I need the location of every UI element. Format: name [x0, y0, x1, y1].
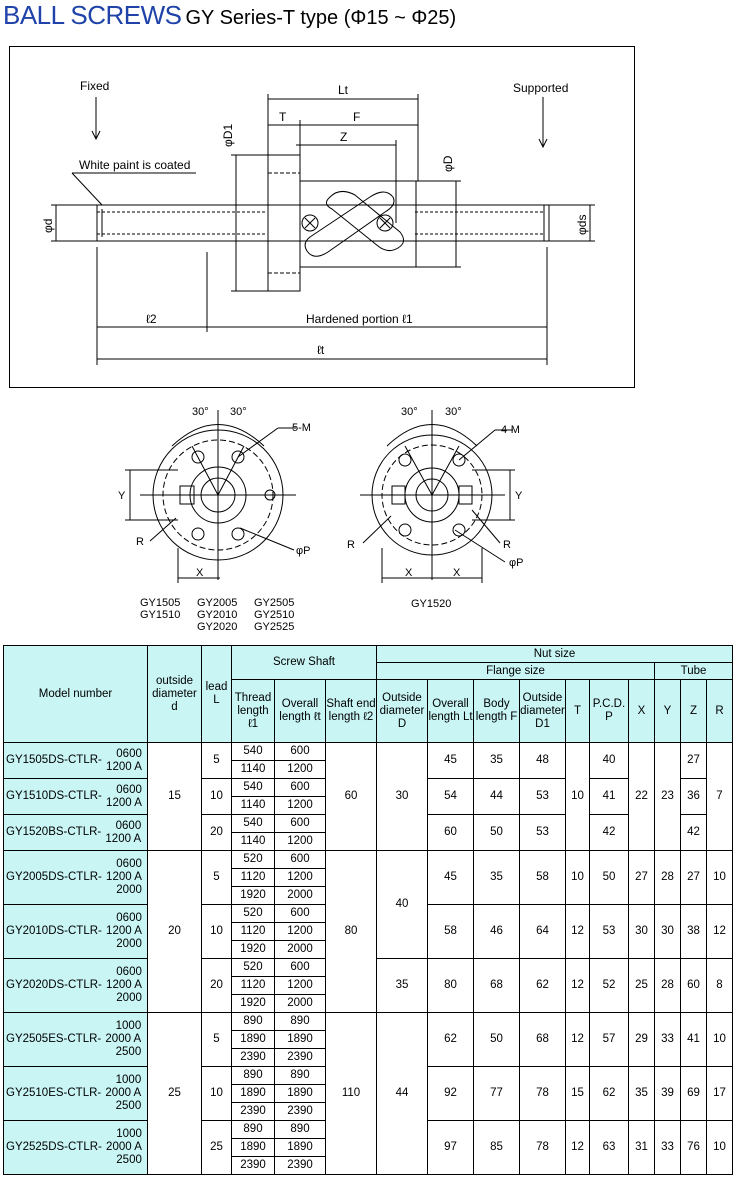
- dim-r-left: R: [136, 536, 144, 548]
- dim-p-left: φP: [296, 545, 310, 557]
- h-thread: Thread length ℓ1: [231, 679, 275, 743]
- h-x: X: [628, 679, 655, 743]
- side-drawing-svg: Fixed Supported White paint is coated Lt…: [41, 79, 595, 365]
- angle-left-a: 30°: [192, 406, 209, 418]
- flange-left-svg: 30° 30° 5-M Y R φP X: [118, 406, 311, 583]
- h-od1: Outside diameter D1: [519, 679, 566, 743]
- nut-body: [299, 180, 417, 268]
- flange-view-left: 30° 30° 5-M Y R φP X: [110, 398, 340, 588]
- flange-view-right: 30° 30° 4-M Y R R φP X X: [335, 398, 565, 588]
- dim-y-right: Y: [515, 490, 523, 502]
- flange-right-svg: 30° 30° 4-M Y R R φP X X: [347, 406, 523, 583]
- supported-label: Supported: [513, 81, 568, 95]
- h-model: Model number: [3, 645, 148, 743]
- h-outside: outside diameter d: [147, 645, 202, 743]
- return-tube: [304, 191, 395, 257]
- dim-p-right: φP: [509, 557, 523, 569]
- h-od: Outside diameter D: [376, 679, 428, 743]
- white-paint-label: White paint is coated: [79, 158, 190, 172]
- h-shaft-end: Shaft end length ℓ2: [325, 679, 377, 743]
- dim-t: T: [279, 110, 287, 124]
- dim-z: Z: [340, 130, 347, 144]
- nut-flange: [267, 154, 301, 292]
- dim-ds: φds: [575, 215, 589, 235]
- dim-hardened: Hardened portion ℓ1: [306, 312, 413, 326]
- angle-right-a: 30°: [401, 406, 418, 418]
- h-flange-size: Flange size: [376, 662, 655, 680]
- h-pcd: P.C.D. P: [589, 679, 629, 743]
- dim-x-right-a: X: [405, 567, 413, 579]
- dim-x-left: X: [196, 567, 204, 579]
- ballscrew-side-drawing: Fixed Supported White paint is coated Lt…: [9, 46, 635, 388]
- h-olt: Overall length Lt: [427, 679, 474, 743]
- flange-right-model: GY1520: [411, 598, 452, 610]
- dim-D: φD: [441, 155, 455, 172]
- dim-l2: ℓ2: [146, 312, 157, 326]
- dim-d1: φD1: [221, 124, 235, 147]
- h-overall: Overall length ℓt: [274, 679, 326, 743]
- dim-lt-total: ℓt: [317, 343, 325, 357]
- fixed-label: Fixed: [80, 79, 109, 93]
- dim-f: F: [353, 110, 360, 124]
- h-lead: lead L: [201, 645, 232, 743]
- h-t: T: [565, 679, 590, 743]
- title-sub: GY Series-T type (Φ15 ~ Φ25): [185, 7, 457, 29]
- title-main: BALL SCREWS: [3, 0, 182, 30]
- dim-r-right-a: R: [347, 539, 355, 551]
- h-tube: Tube: [654, 662, 733, 680]
- dim-lt: Lt: [338, 83, 349, 97]
- holes-4m-label: 4-M: [501, 424, 520, 436]
- dim-r-right-b: R: [503, 539, 511, 551]
- dim-x-right-b: X: [453, 567, 461, 579]
- dim-d: φd: [41, 219, 55, 233]
- angle-right-b: 30°: [445, 406, 462, 418]
- dim-y-left: Y: [118, 490, 126, 502]
- holes-5m-label: 5-M: [292, 422, 311, 434]
- h-bf: Body length F: [473, 679, 520, 743]
- h-y: Y: [654, 679, 681, 743]
- screw-shaft: [96, 204, 550, 242]
- h-screw-shaft: Screw Shaft: [231, 645, 377, 680]
- h-nut-size: Nut size: [376, 645, 733, 663]
- h-r: R: [706, 679, 733, 743]
- angle-left-b: 30°: [230, 406, 247, 418]
- h-z: Z: [680, 679, 707, 743]
- spec-table: Model number outside diameter d lead L S…: [3, 645, 733, 1175]
